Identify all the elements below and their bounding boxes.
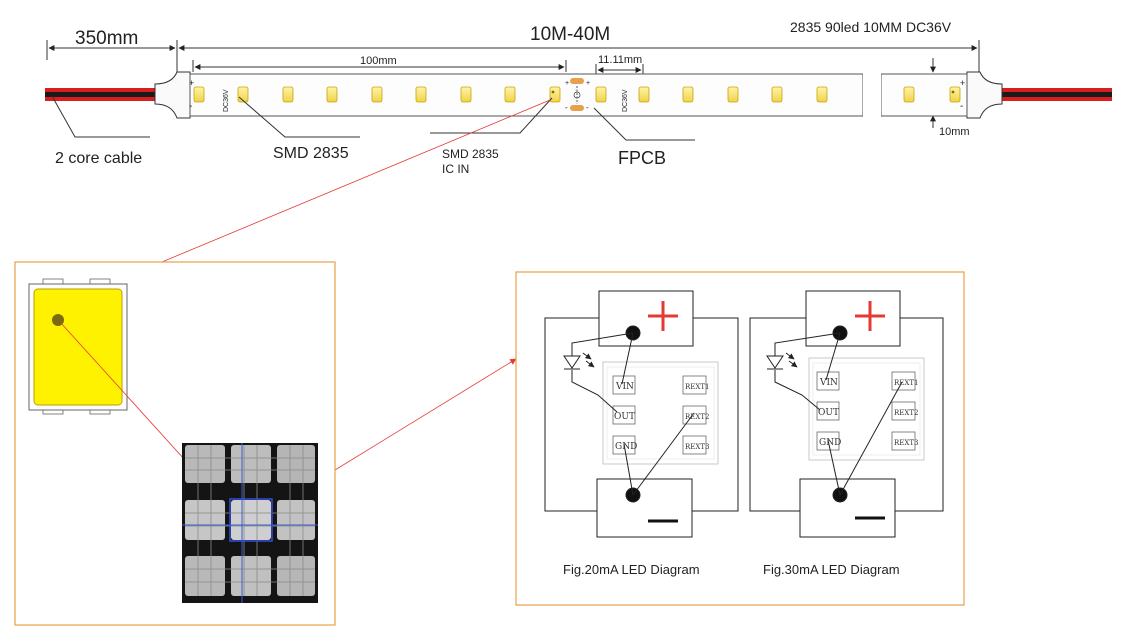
led-chip [326,86,338,103]
pin-vin-2: VIN [819,378,838,388]
led-chip [682,86,694,103]
pin-rext1-1: REXT1 [685,383,710,391]
cut-mark: + + - - [565,78,590,112]
strip-minus-right: - [960,101,963,112]
diagram-caption-30ma: Fig.30mA LED Diagram [763,562,900,577]
pin-vin-1: VIN [615,382,634,392]
led-chips [193,86,961,103]
spec-label: 2835 90led 10MM DC36V [790,19,952,35]
led-chip [727,86,739,103]
led-diagram-30ma [749,290,944,538]
diagram-caption-20ma: Fig.20mA LED Diagram [563,562,700,577]
chip-photo [182,443,318,603]
led-strip [189,73,968,117]
svg-text:-: - [565,103,568,112]
led-pitch-label: 11.11mm [598,54,642,66]
pin-rext2-2: REXT2 [894,409,919,417]
voltage-mark-1: DC36V [223,89,230,112]
chip-photo-tiles [185,445,315,596]
led-chip [415,86,427,103]
ic-led-chip [549,86,561,103]
strip-plus-right: + [960,78,965,88]
red-arrow-chip [125,99,551,278]
pin-out-2: OUT [818,408,839,418]
callout-lines [51,95,695,141]
led-chip [903,86,915,103]
strip-plus-left: + [189,78,194,88]
led-chip [282,86,294,103]
pin-out-1: OUT [614,412,635,422]
strip-length-label: 10M-40M [530,24,610,45]
callout-cable: 2 core cable [55,150,142,167]
red-arrow-diagram [334,358,517,471]
segment-length-label: 100mm [360,55,397,67]
voltage-mark-2: DC36V [622,89,629,112]
pin-gnd-2: GND [819,438,841,448]
end-cap-right [966,71,1003,119]
pin-rext1-2: REXT1 [894,379,919,387]
led-chip [816,86,828,103]
led-chip [193,86,205,103]
led-chip [460,86,472,103]
callout-smd: SMD 2835 [273,145,349,162]
led-chip [638,86,650,103]
led-chip [504,86,516,103]
svg-text:+: + [565,80,569,87]
dimension-lines [46,40,980,128]
cable-left [45,88,157,101]
led-chip [949,86,961,103]
end-cap-left [154,71,191,119]
pin-rext2-1: REXT2 [685,413,710,421]
svg-text:-: - [586,103,589,112]
led-chip [371,86,383,103]
pin-gnd-1: GND [615,442,637,452]
pin-rext3-1: REXT3 [685,443,710,451]
led-chip [237,86,249,103]
led-chip [595,86,607,103]
width-label: 10mm [939,126,970,138]
callout-fpcb: FPCB [618,148,666,168]
callout-ic-line2: IC IN [442,162,469,176]
svg-text:+: + [586,80,590,87]
cable-length-label: 350mm [75,28,138,49]
led-chip [771,86,783,103]
callout-ic-line1: SMD 2835 [442,147,499,161]
pin-rext3-2: REXT3 [894,439,919,447]
smd2835-chip-drawing [28,278,128,415]
led-diagram-20ma [544,290,739,538]
strip-minus-left: - [189,101,192,112]
cable-right [1000,88,1112,101]
